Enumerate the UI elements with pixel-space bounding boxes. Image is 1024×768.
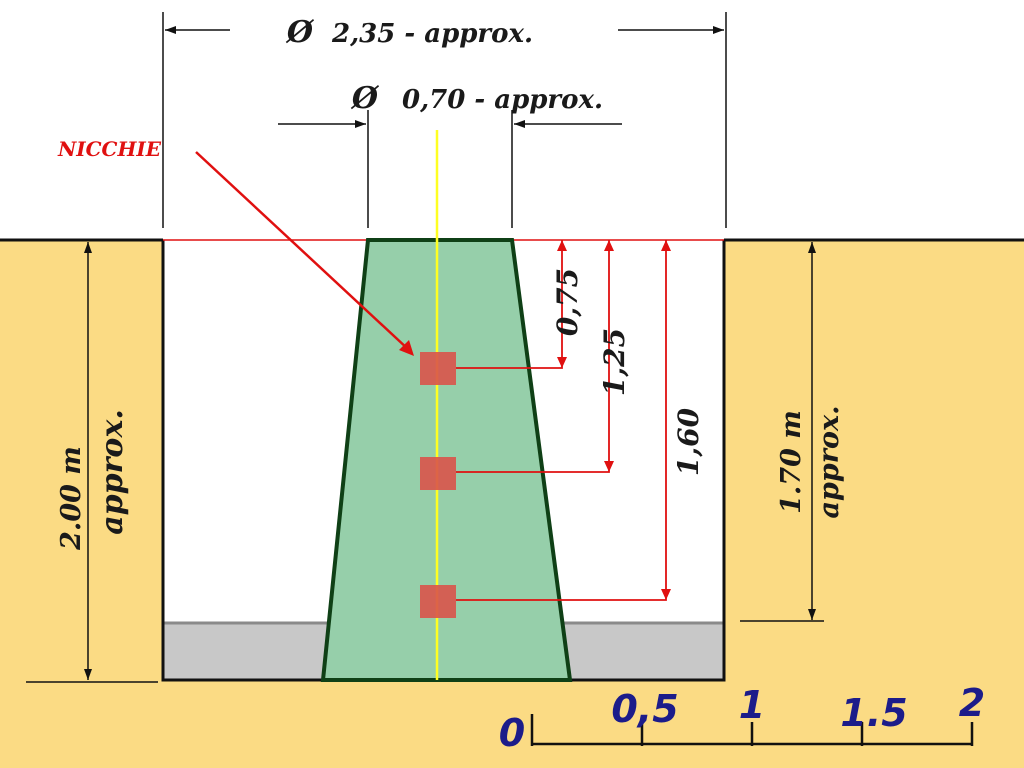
right-depth-value: 1.70 m <box>776 410 807 514</box>
arrowhead <box>355 120 366 128</box>
inner-diameter-label: 0,70 - approx. <box>402 85 603 115</box>
niches-leader-arrowhead <box>399 340 414 356</box>
niche-depth-label-3: 1,60 <box>672 407 705 476</box>
right-depth-note: approx. <box>814 406 845 519</box>
scale-label-0: 0 <box>499 711 525 755</box>
arrowhead <box>557 240 567 251</box>
scale-label-2: 2 <box>959 681 985 725</box>
scale-label-1: 1 <box>739 683 765 727</box>
scale-bar <box>530 714 974 746</box>
arrowhead <box>713 26 724 34</box>
soil-bottom <box>163 680 724 768</box>
niche-depth-label-1: 0,75 <box>551 268 584 336</box>
outer-diameter-label: 2,35 - approx. <box>331 19 533 49</box>
niche-3 <box>420 585 456 618</box>
scale-label-1-5: 1.5 <box>840 691 907 735</box>
soil-left <box>0 240 163 768</box>
arrowhead <box>514 120 525 128</box>
arrowhead <box>604 461 614 472</box>
arrowhead <box>661 589 671 600</box>
soil-right <box>724 240 1024 768</box>
left-depth-value: 2.00 m <box>56 446 87 551</box>
niches-leader <box>195 151 410 351</box>
niche-depth-arrowheads <box>557 240 671 600</box>
arrowhead <box>84 669 92 680</box>
right-depth-dimension <box>740 242 824 622</box>
arrowhead <box>165 26 176 34</box>
niches-label: NICCHIE <box>57 137 162 161</box>
arrowhead <box>661 240 671 251</box>
inner-diameter-symbol: Ø <box>350 81 380 116</box>
outer-diameter-symbol: Ø <box>285 15 315 50</box>
left-depth-dimension <box>26 242 158 683</box>
niche-depth-label-2: 1,25 <box>598 328 631 396</box>
niche-1 <box>420 352 456 385</box>
arrowhead <box>808 609 816 620</box>
arrowhead <box>604 240 614 251</box>
arrowhead <box>84 242 92 253</box>
niche-2 <box>420 457 456 490</box>
inner-diameter-dimension <box>278 110 622 228</box>
scale-label-0-5: 0,5 <box>611 687 678 731</box>
arrowhead <box>557 357 567 368</box>
left-depth-note: approx. <box>95 409 130 535</box>
arrowhead <box>808 242 816 253</box>
